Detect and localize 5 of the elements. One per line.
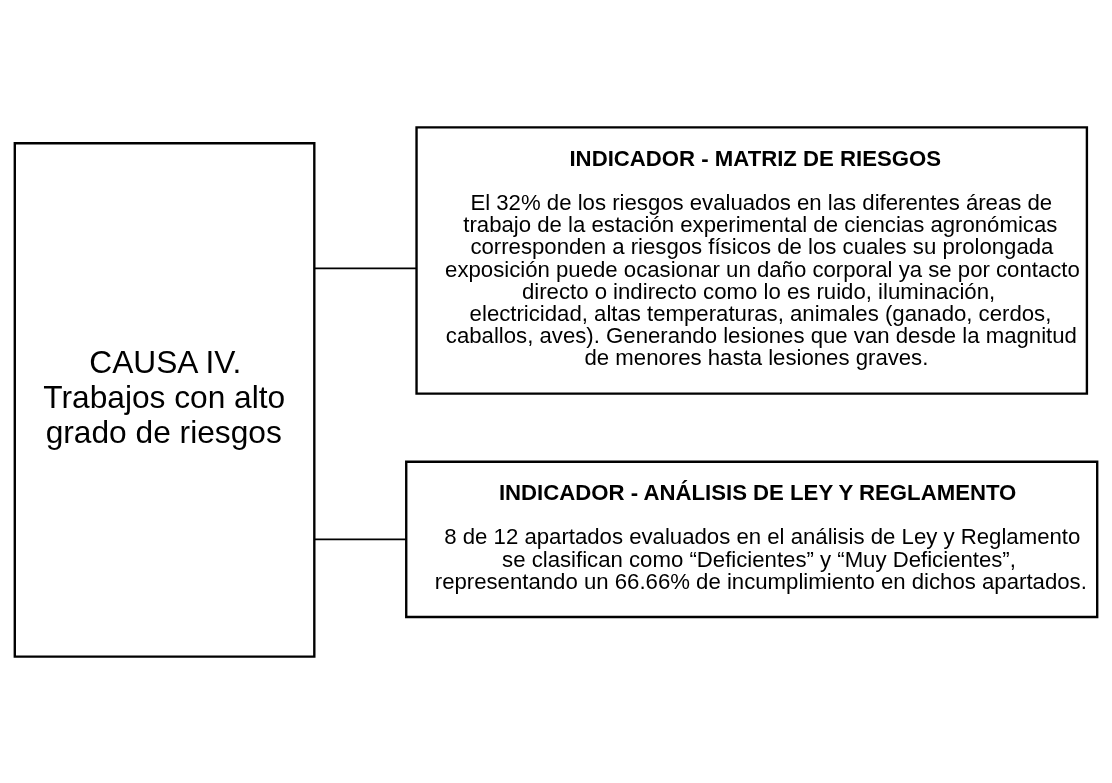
node-box: CAUSA IV. Trabajos con alto grado de riesgos	[13, 141, 316, 658]
node-box: INDICADOR - ANÁLISIS DE LEY Y REGLAMENTO 8 de 12 apartados evaluados en el análisis de Ley y Reglamento se clasifican como “Deficientes” y “Muy Deficientes”, representando un 66.66% de incumplimiento en dichos apartados.	[405, 460, 1099, 618]
connector	[314, 537, 407, 540]
connector	[314, 266, 418, 269]
node-box: INDICADOR - MATRIZ DE RIESGOS El 32% de los riesgos evaluados en las diferentes áreas de trabajo de la estación experimental de ciencias agronómicas corresponden a riesgos físicos de los cuales su prolongada exposición puede ocasionar un daño corporal ya se por contacto directo o indirecto como lo es ruido, iluminación, electricidad, altas temperaturas, animales (ganado, cerdos, caballos, aves). Generando lesiones que van desde la magnitud de menores hasta lesiones graves.	[415, 125, 1089, 395]
